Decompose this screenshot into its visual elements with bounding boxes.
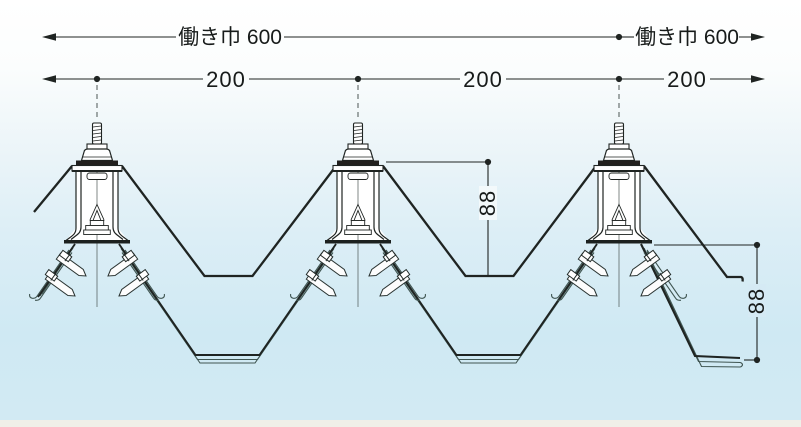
dimension-height-upper: 88 bbox=[386, 158, 500, 276]
dimension-working-width: 働き巾 600 働き巾 600 bbox=[42, 26, 765, 49]
height-label-upper: 88 bbox=[475, 190, 500, 216]
dim-dot bbox=[93, 75, 101, 83]
arrow-right-icon bbox=[751, 33, 765, 41]
upper-sheet-profile bbox=[33, 165, 744, 282]
bottom-strip bbox=[0, 420, 801, 427]
lower-sheet-profile bbox=[37, 243, 744, 368]
dim-dot bbox=[615, 75, 623, 83]
working-width-label-right: 働き巾 600 bbox=[635, 26, 739, 49]
working-width-label-left: 働き巾 600 bbox=[178, 26, 282, 49]
dimension-pitch: 200 200 200 bbox=[42, 67, 765, 92]
dim-dot bbox=[753, 356, 761, 364]
dimension-height-lower: 88 bbox=[654, 241, 769, 364]
dim-dot bbox=[354, 75, 362, 83]
dim-text-mask bbox=[748, 284, 766, 317]
height-label-lower: 88 bbox=[744, 288, 769, 314]
pitch-label-right: 200 bbox=[667, 67, 707, 92]
pitch-label-left: 200 bbox=[206, 67, 246, 92]
dim-dot bbox=[753, 241, 761, 249]
arrow-right-icon bbox=[751, 75, 765, 83]
dim-text-mask bbox=[479, 186, 497, 220]
pitch-label-middle: 200 bbox=[463, 67, 503, 92]
dim-dot bbox=[484, 158, 492, 166]
